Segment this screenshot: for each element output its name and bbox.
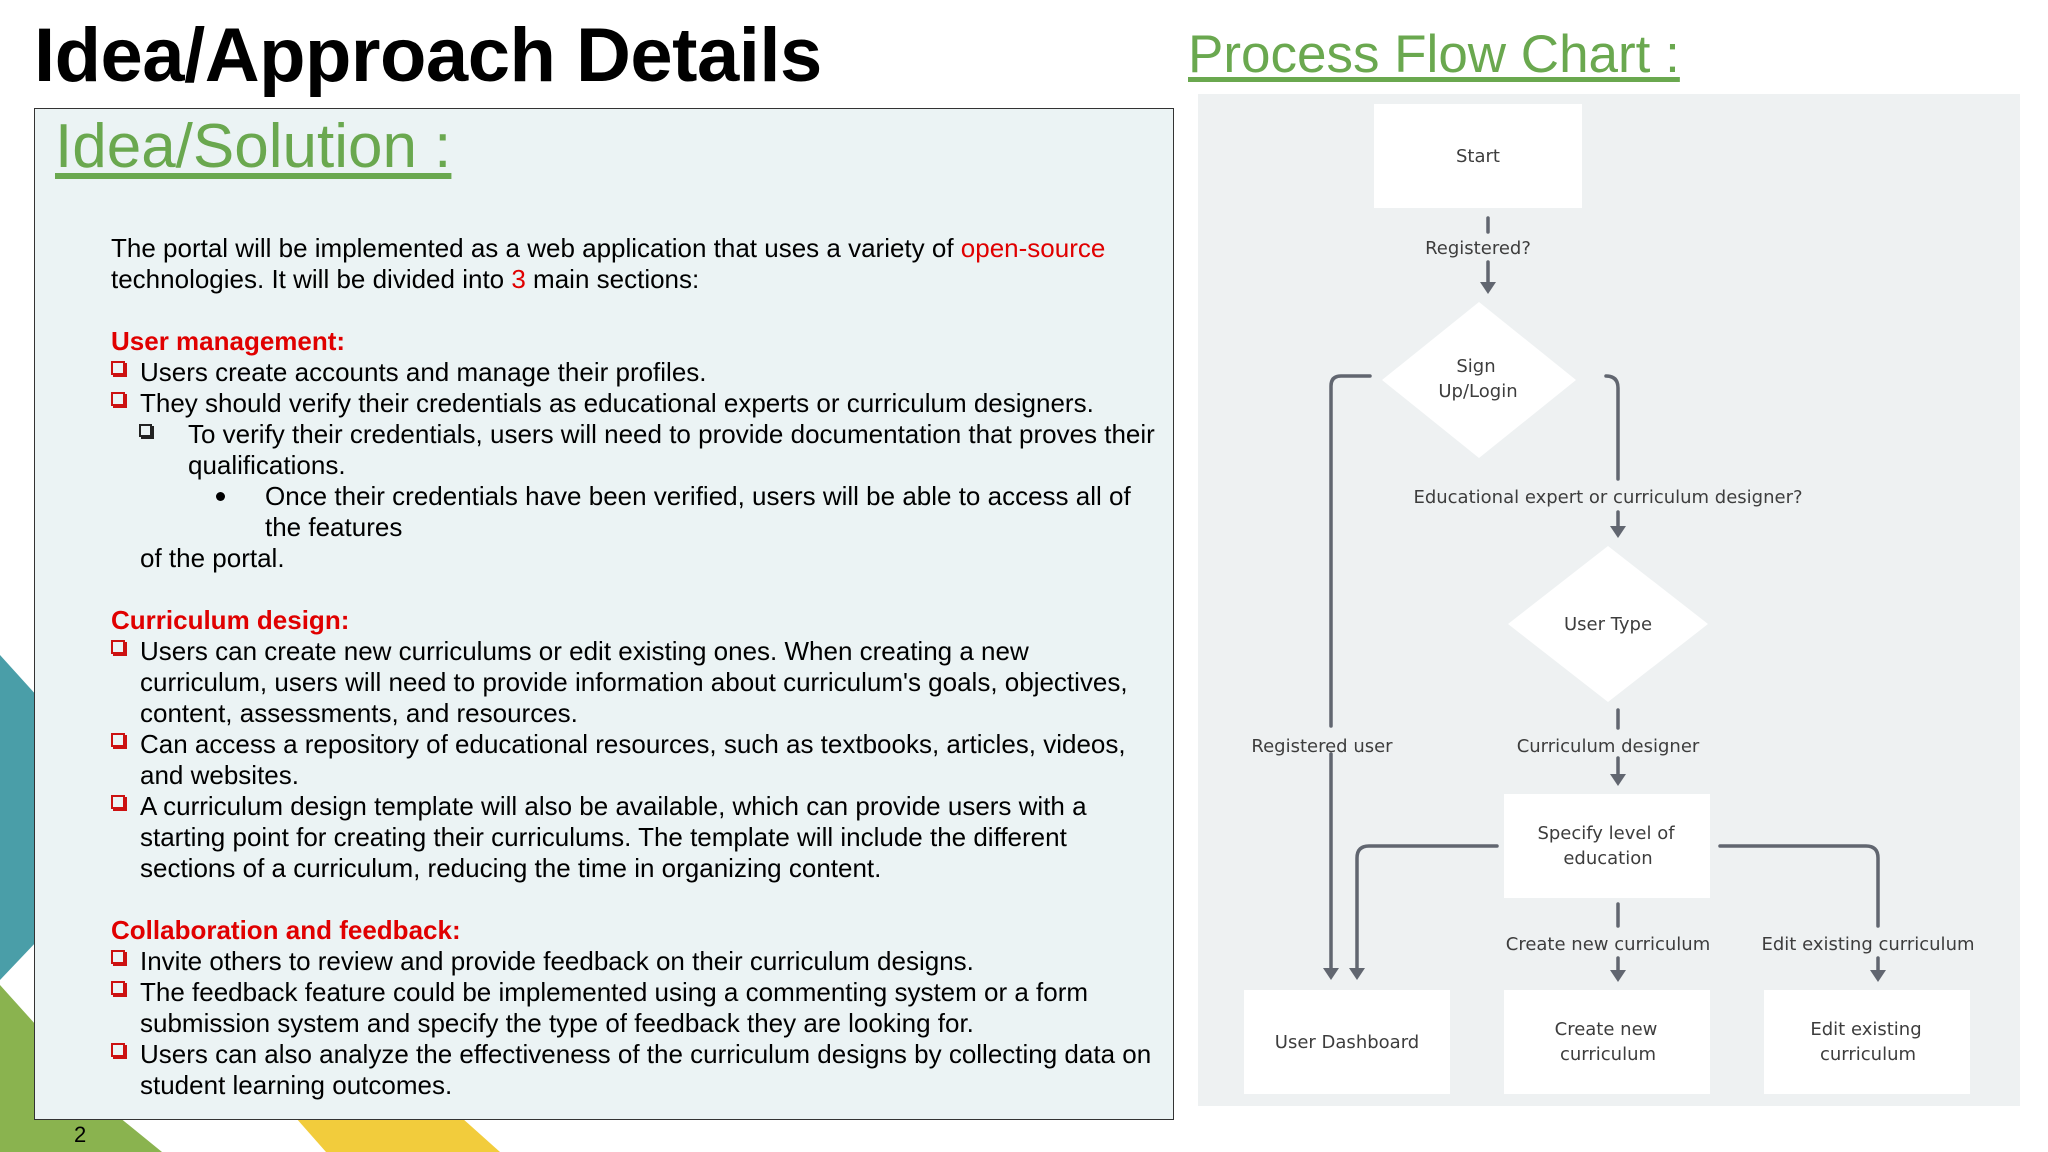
checkbox-bullet-icon <box>111 733 125 747</box>
checkbox-bullet-icon <box>111 795 125 809</box>
checkbox-bullet-icon <box>111 392 125 406</box>
flow-start-node: Start <box>1374 104 1582 208</box>
open-source-highlight: open-source <box>960 233 1106 263</box>
checkbox-bullet-icon <box>111 950 125 964</box>
intro-text-1: The portal will be implemented as a web … <box>111 233 961 263</box>
list-item: Can access a repository of educational r… <box>111 729 1161 791</box>
flow-create-curriculum-node: Create new curriculum <box>1504 990 1710 1094</box>
sub-list-item: To verify their credentials, users will … <box>111 419 1161 481</box>
teal-corner-decoration <box>0 655 38 980</box>
yellow-corner-decoration <box>296 1118 500 1152</box>
edit-box-line2: curriculum <box>1820 1044 1916 1065</box>
list-item: Users create accounts and manage their p… <box>111 357 1161 388</box>
edit-box-line1: Edit existing <box>1810 1019 1921 1040</box>
section-heading-curriculum-design: Curriculum design: <box>111 605 350 635</box>
sign-up-label-line1: Sign <box>1456 356 1495 377</box>
edit-existing-curriculum-label: Edit existing curriculum <box>1761 934 1974 955</box>
section-count-highlight: 3 <box>511 264 526 294</box>
page-title: Idea/Approach Details <box>34 13 822 98</box>
list-item: They should verify their credentials as … <box>111 388 1161 419</box>
user-type-label: User Type <box>1564 614 1652 635</box>
intro-paragraph: The portal will be implemented as a web … <box>111 233 1161 295</box>
intro-text-3: main sections: <box>525 264 700 294</box>
specify-level-line2: education <box>1563 848 1652 869</box>
list-item: Users can create new curriculums or edit… <box>111 636 1161 729</box>
sub-sub-list-item: Once their credentials have been verifie… <box>111 481 1161 543</box>
flow-specify-level-node: Specify level of education <box>1504 794 1710 898</box>
idea-body: The portal will be implemented as a web … <box>111 233 1161 1101</box>
flow-user-type-diamond: User Type <box>1508 546 1708 702</box>
create-box-line2: curriculum <box>1560 1044 1656 1065</box>
flow-chart-diagram: Start Registered? Sign Up/Login Educatio… <box>1244 104 1975 1094</box>
flow-connectors <box>1323 216 1886 982</box>
idea-solution-box: Idea/Solution : The portal will be imple… <box>34 108 1174 1120</box>
specify-level-line1: Specify level of <box>1537 823 1675 844</box>
page-number: 2 <box>74 1122 87 1147</box>
checkbox-bullet-icon <box>111 640 125 654</box>
section-heading-user-management: User management: <box>111 326 346 356</box>
list-item: Invite others to review and provide feed… <box>111 946 1161 977</box>
list-item: Users can also analyze the effectiveness… <box>111 1039 1161 1101</box>
start-label: Start <box>1456 146 1500 167</box>
registered-question-label: Registered? <box>1425 238 1531 259</box>
expert-question-label: Educational expert or curriculum designe… <box>1413 487 1802 508</box>
checkbox-bullet-icon <box>139 424 152 437</box>
flow-chart-panel: Start Registered? Sign Up/Login Educatio… <box>1198 94 2020 1106</box>
continuation-text: of the portal. <box>140 543 285 573</box>
flow-sign-up-diamond: Sign Up/Login <box>1382 302 1576 458</box>
idea-heading: Idea/Solution : <box>55 112 452 181</box>
checkbox-bullet-icon <box>111 1043 125 1057</box>
registered-user-label: Registered user <box>1251 736 1393 757</box>
flow-edit-curriculum-node: Edit existing curriculum <box>1764 990 1970 1094</box>
curriculum-designer-label: Curriculum designer <box>1517 736 1700 757</box>
section-heading-collaboration: Collaboration and feedback: <box>111 915 461 945</box>
create-box-line1: Create new <box>1555 1019 1658 1040</box>
list-item: A curriculum design template will also b… <box>111 791 1161 884</box>
list-item: The feedback feature could be implemente… <box>111 977 1161 1039</box>
flow-chart-title: Process Flow Chart : <box>1188 25 1680 84</box>
user-dashboard-label: User Dashboard <box>1275 1032 1419 1053</box>
checkbox-bullet-icon <box>111 361 125 375</box>
intro-text-2: technologies. It will be divided into <box>111 264 512 294</box>
checkbox-bullet-icon <box>111 981 125 995</box>
sign-up-label-line2: Up/Login <box>1438 381 1517 402</box>
flow-user-dashboard-node: User Dashboard <box>1244 990 1450 1094</box>
create-new-curriculum-label: Create new curriculum <box>1506 934 1711 955</box>
dot-bullet-icon <box>216 492 225 501</box>
